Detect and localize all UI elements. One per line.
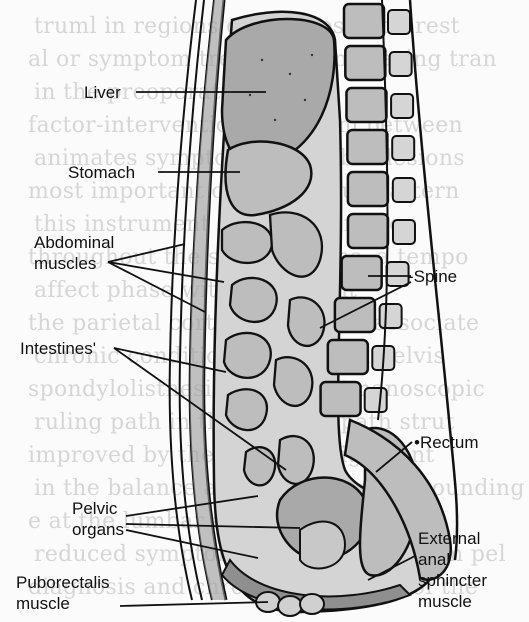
label-abdominal-line2: muscles [34,253,114,274]
label-puborectalis-line1: Puborectalis [16,572,110,593]
label-external-anal-sphincter: External anal sphincter muscle [418,528,487,612]
vertebral-process [390,52,412,76]
anal-sphincter-shape [256,592,324,616]
vertebra [328,340,368,374]
label-abdominal-muscles: Abdominal muscles [34,232,114,274]
label-puborectalis-line2: muscle [16,593,110,614]
vertebral-process [380,304,402,328]
label-stomach: Stomach [68,162,135,183]
vertebra [321,382,361,416]
vertebra [348,172,388,206]
vertebral-process [393,220,415,244]
label-pelvic-line2: organs [72,519,124,540]
vertebral-process [365,388,387,412]
label-abdominal-line1: Abdominal [34,232,114,253]
vertebra [344,4,384,38]
label-external-line3: sphincter [418,570,487,591]
label-pelvic-organs: Pelvic organs [72,498,124,540]
vertebral-process [388,10,410,34]
label-external-line2: anal [418,549,487,570]
vertebra [348,214,388,248]
label-puborectalis-muscle: Puborectalis muscle [16,572,110,614]
vertebral-process [391,94,413,118]
vertebral-process [387,262,409,286]
vertebra [345,46,385,80]
label-intestines: Intestines' [20,338,96,359]
label-spine: -Spine [408,266,457,287]
vertebra [346,88,386,122]
label-external-line4: muscle [418,591,487,612]
bladder-shape [300,522,345,569]
label-rectum: •Rectum [414,432,479,453]
label-external-line1: External [418,528,487,549]
vertebra [342,256,382,290]
label-pelvic-line1: Pelvic [72,498,124,519]
vertebral-process [392,136,414,160]
vertebral-process [393,178,415,202]
label-liver: Liver [84,82,121,103]
vertebra [347,130,387,164]
